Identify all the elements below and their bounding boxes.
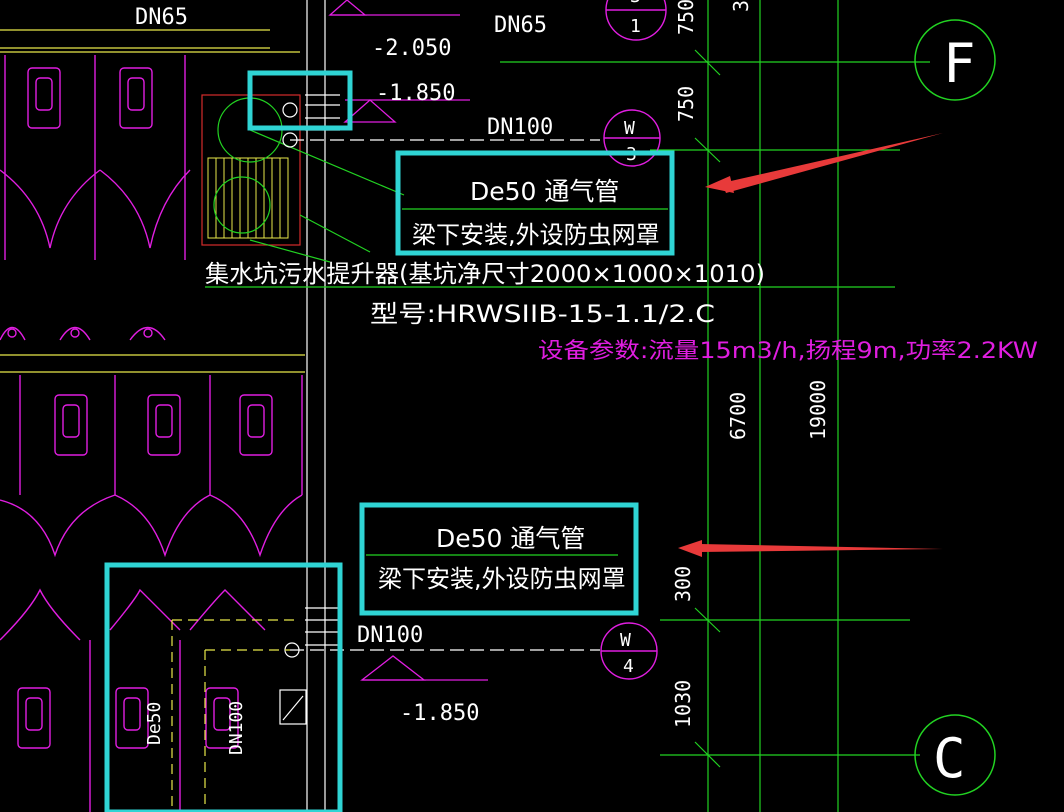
equipment-params: 设备参数:流量15m3/h,扬程9m,功率2.2KW (538, 339, 1038, 364)
dn100-label-top: DN100 (487, 115, 553, 140)
riser-tag-3-bottom: 4 (623, 656, 634, 677)
callout-2-note: 梁下安装,外设防虫网罩 (378, 565, 626, 593)
callout-1-title: De50 通气管 (470, 177, 619, 206)
dimension-3-top: 3 (729, 0, 753, 12)
highlight-riser-top (247, 70, 353, 131)
equipment-name: 集水坑污水提升器(基坑净尺寸2000×1000×1010) (205, 260, 765, 288)
grid-lines (500, 0, 930, 812)
dimension-750-a: 750 (674, 0, 698, 35)
dn100-label-bottom: DN100 (357, 623, 423, 648)
dn100-vertical-label: DN100 (226, 701, 247, 755)
highlight-callout-bottom (359, 502, 639, 616)
dimension-6700: 6700 (726, 392, 750, 440)
dimension-750-b: 750 (674, 86, 698, 122)
axis-c-label: C (933, 727, 966, 790)
highlight-riser-bottom (104, 562, 343, 812)
annotation-arrows (678, 133, 943, 557)
toilet-fixtures (0, 55, 303, 812)
highlight-callout-top (395, 150, 675, 256)
elevation-1850-top: -1.850 (376, 81, 455, 106)
riser-tag-1-top: 3 (630, 0, 641, 7)
elevation-2050: -2.050 (372, 36, 451, 61)
column-lines (306, 0, 326, 812)
callout-1-note: 梁下安装,外设防虫网罩 (412, 221, 660, 249)
dimension-300: 300 (671, 566, 695, 602)
dimension-19000: 19000 (806, 380, 830, 440)
dimension-1030: 1030 (671, 680, 695, 728)
axis-bubble-c: C (914, 714, 996, 796)
de50-vertical-label: De50 (144, 702, 165, 745)
dn65-label-mid: DN65 (494, 13, 547, 38)
arrow-bottom (700, 544, 943, 552)
equipment-model: 型号:HRWSIIB-15-1.1/2.C (370, 300, 715, 328)
grate-symbol (207, 157, 289, 239)
valve-symbol (279, 689, 307, 725)
arrow-top (722, 133, 943, 193)
riser-tag-2-top: W (624, 118, 635, 139)
dashed-pipes-bottom (171, 619, 300, 812)
arrow-top-head (705, 176, 734, 193)
axis-bubble-f: F (914, 19, 996, 101)
arrow-bottom-head (678, 540, 702, 557)
callout-2-title: De50 通气管 (436, 524, 585, 553)
axis-f-label: F (943, 32, 976, 95)
riser-tag-3-top: W (620, 630, 631, 651)
elevation-markers (328, 0, 488, 681)
riser-tags (600, 0, 667, 680)
highlight-boxes (104, 70, 675, 812)
dn65-label-left: DN65 (135, 5, 188, 30)
riser-tag-1-bottom: 1 (630, 16, 641, 37)
wall-lines (0, 29, 305, 373)
elevation-1850-bottom: -1.850 (400, 701, 479, 726)
